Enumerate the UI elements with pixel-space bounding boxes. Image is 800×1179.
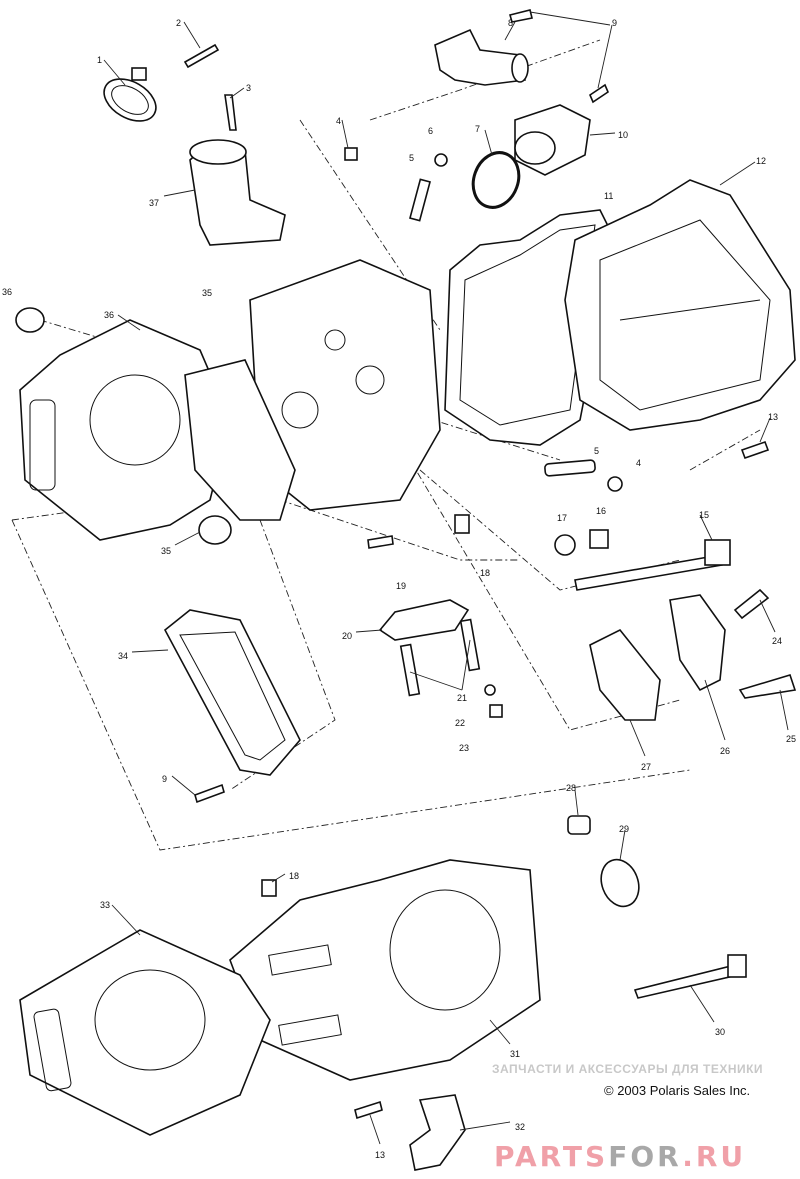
seal-35	[198, 515, 232, 545]
bolt-19	[367, 535, 394, 549]
callout-c1: 1	[97, 55, 102, 65]
plug-16	[589, 529, 609, 549]
dowel-28	[567, 815, 591, 835]
bracket-27	[589, 628, 661, 721]
bolt-24	[733, 588, 770, 620]
gasket-20	[378, 599, 470, 641]
callout-c32: 32	[515, 1122, 525, 1132]
callout-c8: 8	[508, 18, 513, 28]
valve-guide-5	[409, 178, 431, 222]
bolt-3	[224, 94, 237, 131]
callout-c7: 7	[475, 124, 480, 134]
callout-c18: 18	[480, 568, 490, 578]
callout-c21: 21	[457, 693, 467, 703]
bolt-13	[740, 440, 770, 460]
callout-c15: 15	[699, 510, 709, 520]
callout-c13b: 13	[375, 1150, 385, 1160]
water-elbow-32	[409, 1094, 466, 1171]
nut-23	[489, 704, 503, 718]
callout-c11: 11	[604, 191, 613, 201]
callout-c16: 16	[596, 506, 606, 516]
callout-c22: 22	[455, 718, 465, 728]
callout-c26: 26	[720, 746, 730, 756]
thermostat-cover	[514, 104, 591, 176]
base-gasket	[19, 929, 271, 1136]
watermark-brand-c: .RU	[682, 1140, 747, 1173]
bolt-15-head	[704, 539, 731, 566]
dowel-18b	[261, 879, 277, 897]
bracket-26	[669, 594, 726, 692]
bolt-30-head	[727, 954, 747, 978]
callout-c10: 10	[618, 130, 628, 140]
callout-c5: 5	[409, 153, 414, 163]
seal-6	[434, 153, 448, 167]
callout-c3: 3	[246, 83, 251, 93]
washer-22	[484, 684, 496, 696]
callout-c20: 20	[342, 631, 352, 641]
bolt-13b	[354, 1100, 383, 1120]
callout-c9: 9	[612, 18, 617, 28]
callout-c25: 25	[786, 734, 796, 744]
watermark-brand-a: PARTS	[494, 1140, 609, 1173]
bolt-30	[633, 964, 740, 999]
dowel-18	[454, 514, 470, 534]
callout-c37: 37	[149, 198, 159, 208]
callout-c29: 29	[619, 824, 629, 834]
callout-c18b: 18	[289, 871, 299, 881]
callout-c31: 31	[510, 1049, 520, 1059]
intake-clamp	[103, 67, 157, 122]
callout-c36: 36	[104, 310, 114, 320]
callout-c19: 19	[396, 581, 406, 591]
callout-c28: 28	[566, 783, 576, 793]
water-outlet	[434, 28, 529, 86]
dowel-4	[344, 147, 358, 161]
callout-c34: 34	[118, 651, 128, 661]
callout-c17: 17	[557, 513, 567, 523]
tensioner-gasket	[163, 609, 301, 776]
callout-c6: 6	[428, 126, 433, 136]
callout-c24: 24	[772, 636, 782, 646]
watermark-logo: PARTSFOR.RU	[494, 1141, 746, 1173]
watermark-text: ЗАПЧАСТИ И АКСЕССУАРЫ ДЛЯ ТЕХНИКИ	[492, 1062, 764, 1076]
stud-21a	[399, 643, 421, 697]
leader-lines	[103, 11, 789, 1145]
bolt-9b	[194, 783, 225, 804]
stud-21b	[459, 618, 481, 672]
watermark-brand-b: FOR	[608, 1140, 683, 1173]
callout-c2: 2	[176, 18, 181, 28]
cylinder	[229, 859, 541, 1081]
callout-c5b: 5	[594, 446, 599, 456]
callout-c12: 12	[756, 156, 766, 166]
copyright-notice: © 2003 Polaris Sales Inc.	[604, 1083, 751, 1098]
bolt-15	[574, 554, 723, 591]
bolt-8	[509, 9, 533, 23]
callout-c27: 27	[641, 762, 651, 772]
callout-c13: 13	[768, 412, 778, 422]
callout-c4b: 4	[636, 458, 641, 468]
callout-c9b: 9	[162, 774, 167, 784]
callout-c36b: 36	[2, 287, 12, 297]
bolt-2	[183, 43, 220, 69]
callout-c35b: 35	[202, 288, 212, 298]
gasket-35	[184, 359, 296, 521]
callout-c30: 30	[715, 1027, 725, 1037]
seal-4b	[607, 476, 623, 492]
valve-cover	[564, 179, 796, 431]
seal-36	[15, 307, 45, 333]
callout-c23: 23	[459, 743, 469, 753]
intake-boot	[189, 139, 286, 246]
bolt-9	[589, 83, 609, 104]
callout-c33: 33	[100, 900, 110, 910]
valve-guide-5b	[544, 459, 596, 477]
callout-c35: 35	[161, 546, 171, 556]
callout-c4: 4	[336, 116, 341, 126]
o-ring	[471, 151, 521, 209]
spring-29	[600, 858, 640, 908]
bolt-25	[738, 674, 797, 699]
washer-17	[554, 534, 576, 556]
